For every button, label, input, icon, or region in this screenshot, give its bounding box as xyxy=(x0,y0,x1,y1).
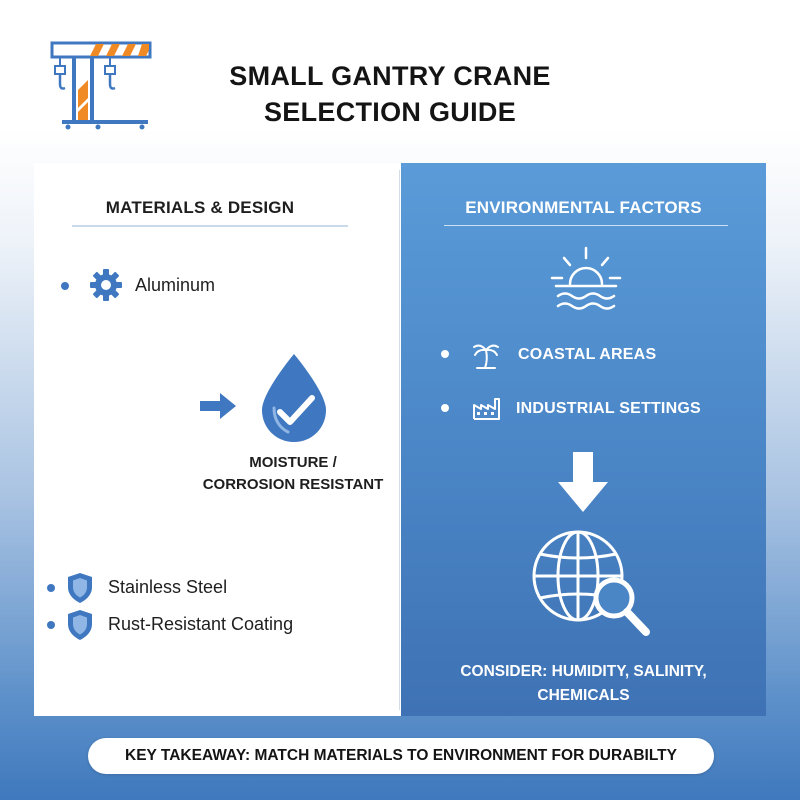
factory-icon xyxy=(473,398,500,420)
key-takeaway-banner: KEY TAKEAWAY: MATCH MATERIALS TO ENVIRON… xyxy=(88,738,714,774)
environment-panel xyxy=(401,163,766,716)
sun-over-water-icon xyxy=(550,246,622,310)
moisture-label: MOISTURE / CORROSION RESISTANT xyxy=(198,452,388,496)
item-stainless-steel: Stainless Steel xyxy=(108,577,228,597)
environment-heading-rule xyxy=(444,225,728,226)
materials-heading: MATERIALS & DESIGN xyxy=(105,198,295,217)
gantry-crane-icon xyxy=(50,41,152,130)
consider-line-1: CONSIDER: HUMIDITY, SALINITY, xyxy=(460,663,707,680)
palm-tree-icon xyxy=(473,344,499,369)
materials-panel xyxy=(34,163,401,716)
item-aluminum: Aluminum xyxy=(135,275,216,295)
item-industrial-settings: INDUSTRIAL SETTINGS xyxy=(516,400,701,417)
title-line-2: SELECTION GUIDE xyxy=(263,97,517,127)
bullet xyxy=(441,350,449,358)
consider-note: CONSIDER: HUMIDITY, SALINITY, CHEMICALS xyxy=(401,660,766,708)
gear-icon xyxy=(90,269,122,301)
item-coastal-areas: COASTAL AREAS xyxy=(518,346,657,363)
arrow-right-icon xyxy=(200,393,236,419)
bullet xyxy=(47,584,55,592)
shield-icon xyxy=(68,610,92,640)
title-line-1: SMALL GANTRY CRANE xyxy=(229,61,551,91)
moisture-line-1: MOISTURE / xyxy=(249,454,337,471)
page-title: SMALL GANTRY CRANE SELECTION GUIDE xyxy=(190,58,590,130)
bullet xyxy=(47,621,55,629)
moisture-line-2: CORROSION RESISTANT xyxy=(202,476,384,493)
shield-icon xyxy=(68,573,92,603)
arrow-down-icon xyxy=(558,452,608,512)
panel-divider xyxy=(399,170,400,710)
bullet xyxy=(441,404,449,412)
item-rust-resistant-coating: Rust-Resistant Coating xyxy=(108,614,294,634)
environment-heading: ENVIRONMENTAL FACTORS xyxy=(465,198,702,217)
water-drop-check-icon xyxy=(262,354,326,442)
materials-heading-rule xyxy=(72,225,348,227)
consider-line-2: CHEMICALS xyxy=(537,687,630,704)
globe-search-icon xyxy=(532,530,650,636)
bullet xyxy=(61,282,69,290)
